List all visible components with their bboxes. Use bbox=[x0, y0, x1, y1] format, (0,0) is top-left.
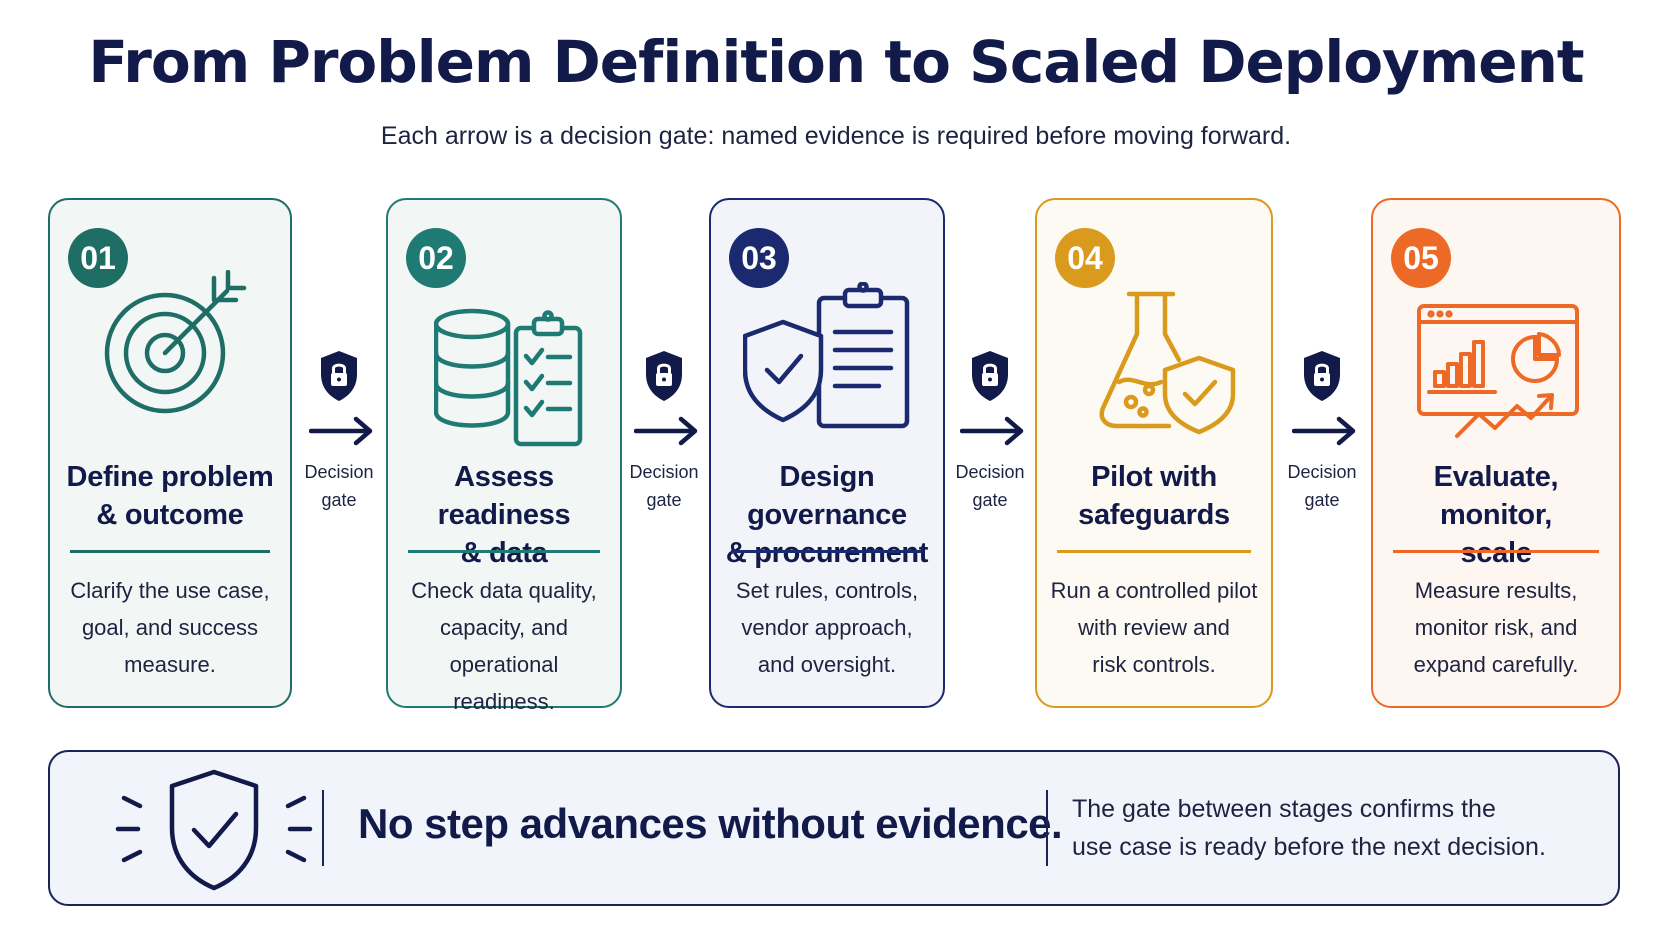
page-subtitle: Each arrow is a decision gate: named evi… bbox=[380, 122, 1292, 150]
card-divider bbox=[1393, 550, 1599, 553]
step-description: Set rules, controls,vendor approach,and … bbox=[735, 578, 919, 677]
dashboard-chart-icon bbox=[1417, 304, 1579, 438]
evidence-banner: No step advances without evidence. The g… bbox=[48, 750, 1620, 906]
step-number-badge: 01 bbox=[68, 228, 128, 288]
step-title: Design governance& procurement bbox=[725, 461, 929, 569]
shield-lock-icon bbox=[1304, 351, 1340, 401]
shield-lock-icon bbox=[321, 351, 357, 401]
arrow-right-icon bbox=[634, 416, 698, 446]
flask-shield-icon bbox=[1099, 291, 1236, 435]
step-title: Define problem& outcome bbox=[66, 461, 274, 531]
banner-divider bbox=[1046, 790, 1048, 866]
shield-lock-icon bbox=[646, 351, 682, 401]
step-number-badge: 03 bbox=[729, 228, 789, 288]
banner-divider bbox=[322, 790, 324, 866]
step-card-1: 01 Define problem& outcome Clarify the u… bbox=[48, 198, 292, 708]
card-divider bbox=[731, 550, 923, 553]
step-number-badge: 05 bbox=[1391, 228, 1451, 288]
step-card-3: 03 Design governance& procurement Set ru… bbox=[709, 198, 945, 708]
shield-clipboard-icon bbox=[743, 282, 910, 429]
shield-lock-icon bbox=[972, 351, 1008, 401]
arrow-right-icon bbox=[1292, 416, 1356, 446]
step-number-badge: 02 bbox=[406, 228, 466, 288]
arrow-right-icon bbox=[309, 416, 373, 446]
banner-headline: No step advances without evidence. bbox=[358, 800, 1063, 847]
page-title: From Problem Definition to Scaled Deploy… bbox=[88, 28, 1584, 96]
step-title: Evaluate, monitor,scale bbox=[1433, 461, 1559, 569]
target-icon bbox=[104, 270, 247, 414]
step-title: Assess readiness& data bbox=[437, 461, 571, 569]
card-divider bbox=[408, 550, 600, 553]
card-divider bbox=[1057, 550, 1251, 553]
step-number-badge: 04 bbox=[1055, 228, 1115, 288]
step-card-2: 02 Assess readiness& data Check data qua… bbox=[386, 198, 622, 714]
step-card-5: 05 Evaluate, monitor,scale Measure resul… bbox=[1371, 198, 1621, 708]
card-divider bbox=[70, 550, 270, 553]
arrow-right-icon bbox=[960, 416, 1024, 446]
shield-check-icon bbox=[115, 769, 313, 891]
database-checklist-icon bbox=[434, 308, 583, 447]
